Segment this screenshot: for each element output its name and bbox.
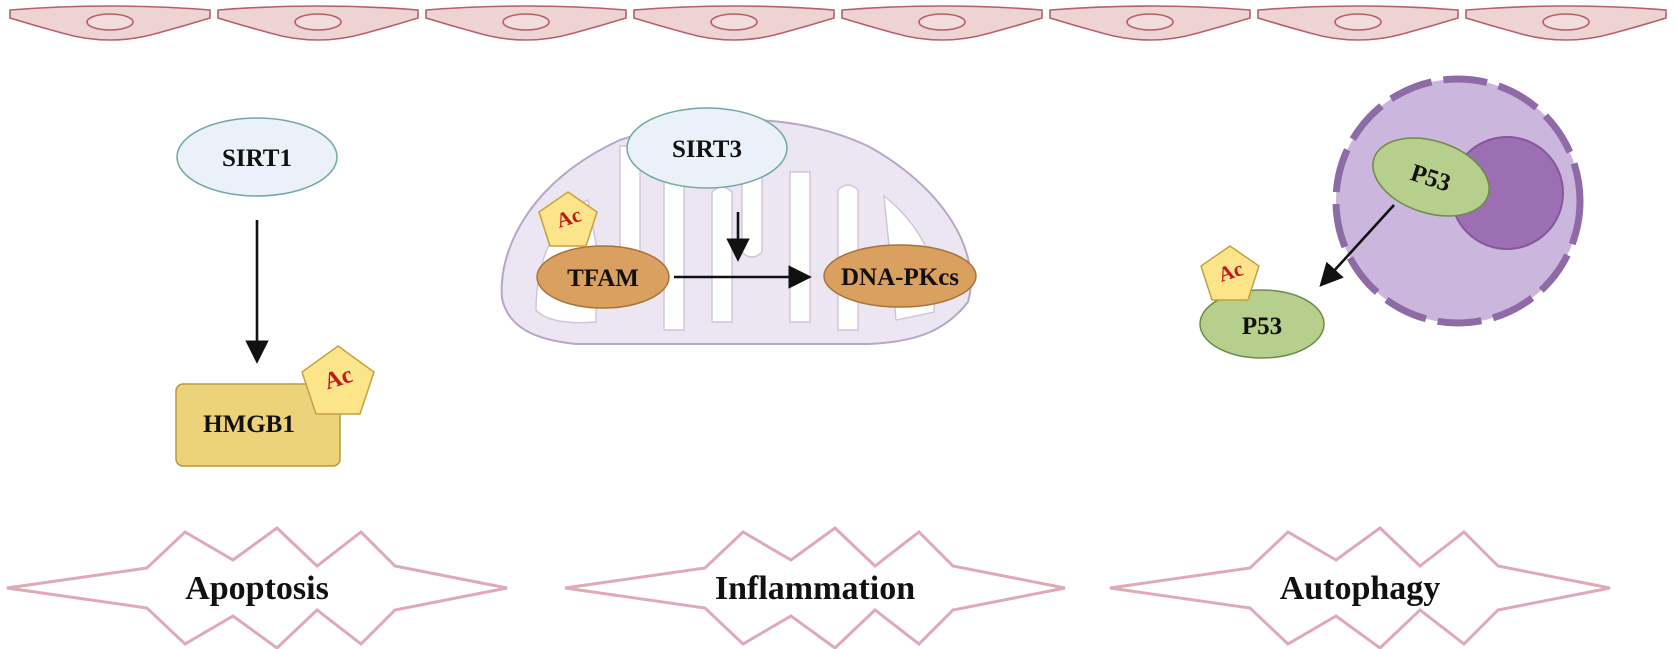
p53-cytoplasmic-label: P53 <box>1242 313 1282 340</box>
hmgb1-label: HMGB1 <box>203 411 295 438</box>
outcome-apoptosis-label: Apoptosis <box>185 570 329 607</box>
p53-nuclear-node <box>1372 137 1490 217</box>
endothelial-lining <box>9 5 1667 41</box>
endothelial-cell <box>841 5 1043 41</box>
outcome-inflammation-label: Inflammation <box>715 570 915 607</box>
outcome-inflammation: Inflammation <box>564 526 1066 649</box>
tfam-node <box>536 245 670 309</box>
endothelial-cell <box>1049 5 1251 41</box>
panel-apoptosis: SIRT1 HMGB1 Ac <box>175 117 375 467</box>
acetyl-tag: Ac <box>1200 245 1260 301</box>
endothelial-cell <box>633 5 835 41</box>
endothelial-cell <box>9 5 211 41</box>
endothelial-cell <box>425 5 627 41</box>
outcome-autophagy: Autophagy <box>1109 526 1611 649</box>
acetyl-tag: Ac <box>538 191 598 247</box>
sirt1-label: SIRT1 <box>222 145 292 172</box>
sirt3-node <box>626 107 788 189</box>
dna-pkcs-label: DNA-PKcs <box>841 264 959 291</box>
sirt1-node <box>176 117 338 197</box>
hmgb1-node <box>175 383 341 467</box>
endothelial-cell <box>1465 5 1667 41</box>
tfam-label: TFAM <box>567 265 639 292</box>
dna-pkcs-node <box>823 244 977 308</box>
panel-inflammation: SIRT3 TFAM Ac DNA-PKcs <box>500 107 977 345</box>
endothelial-cell <box>1257 5 1459 41</box>
p53-cytoplasmic-node <box>1199 289 1325 359</box>
sirt3-label: SIRT3 <box>672 136 742 163</box>
acetyl-tag: Ac <box>301 345 375 415</box>
outcome-autophagy-label: Autophagy <box>1280 570 1441 607</box>
panel-autophagy: P53 P53 Ac <box>1199 75 1584 359</box>
outcome-apoptosis: Apoptosis <box>6 526 508 649</box>
endothelial-cell <box>217 5 419 41</box>
arrow-p53-nucleus-to-cytoplasm <box>1319 204 1395 287</box>
